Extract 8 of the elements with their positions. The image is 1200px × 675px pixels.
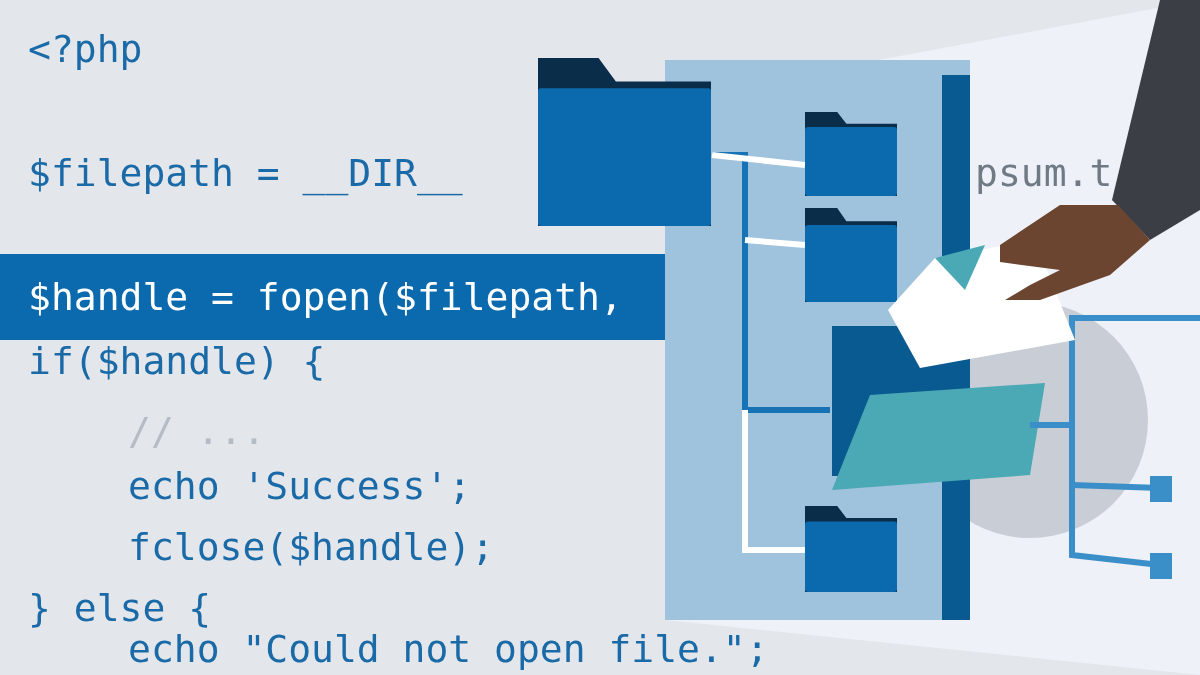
code-line: echo 'Success'; xyxy=(128,463,472,509)
code-line: fclose($handle); xyxy=(128,524,495,570)
code-line: psum.t xyxy=(975,150,1113,196)
code-comment: // ... xyxy=(128,408,266,454)
code-line: $handle = fopen($filepath, xyxy=(28,274,623,320)
code-line: $filepath = __DIR__ xyxy=(28,150,463,196)
code-line: <?php xyxy=(28,26,143,72)
code-line: if($handle) { xyxy=(28,338,326,384)
